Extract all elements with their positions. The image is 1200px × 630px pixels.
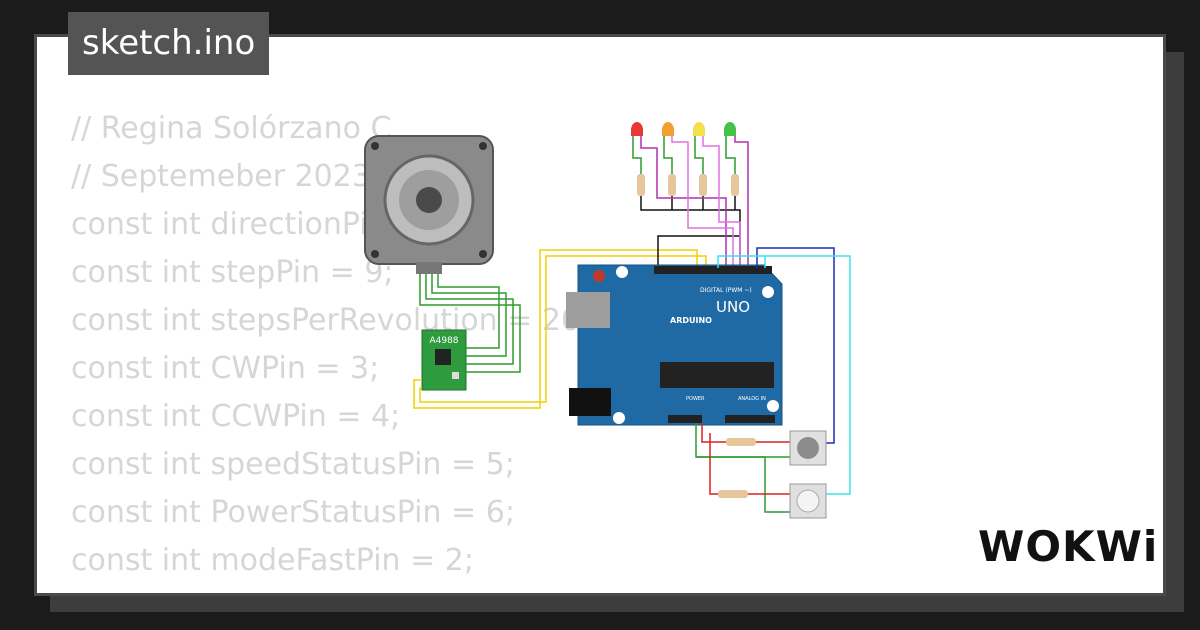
driver-label: A4988 xyxy=(429,336,458,346)
button-wires xyxy=(695,247,851,513)
code-preview: // Regina Solórzano C // Septemeber 2023 c… xyxy=(71,105,609,593)
board-model: UNO xyxy=(716,298,750,316)
leds xyxy=(631,122,736,136)
wokwi-logo: WOKWi xyxy=(978,522,1159,571)
code-line: const int stepPin = 9; xyxy=(71,255,394,290)
led-wires xyxy=(632,136,749,268)
code-line: const int PowerStatusPin = 6; xyxy=(71,495,515,530)
motor-wires xyxy=(419,274,521,373)
board-brand: ARDUINO xyxy=(670,316,712,325)
stepper-motor xyxy=(364,135,494,274)
code-line: const int CWPin = 3; xyxy=(71,351,380,386)
digital-header-label: DIGITAL (PWM ~) xyxy=(700,287,752,294)
code-line: const int speedStatusPin = 5; xyxy=(71,447,515,482)
analog-label: ANALOG IN xyxy=(738,396,766,402)
file-name-tab: sketch.ino xyxy=(68,12,270,75)
push-buttons xyxy=(789,430,827,519)
led-resistors xyxy=(637,174,739,196)
step-dir-wires xyxy=(413,249,707,409)
code-line: const int modeFastPin = 2; xyxy=(71,543,474,578)
code-line: // Regina Solórzano C xyxy=(71,111,392,146)
button-resistors xyxy=(718,438,756,498)
arduino-uno: DIGITAL (PWM ~) ARDUINO UNO POWER ANALOG… xyxy=(566,264,783,426)
code-line: // Septemeber 2023 xyxy=(71,159,371,194)
code-line: const int CCWPin = 4; xyxy=(71,399,401,434)
code-line: const int modeSlowPin = 7; xyxy=(71,585,609,593)
power-label: POWER xyxy=(686,396,705,402)
a4988-driver: A4988 xyxy=(421,329,467,391)
